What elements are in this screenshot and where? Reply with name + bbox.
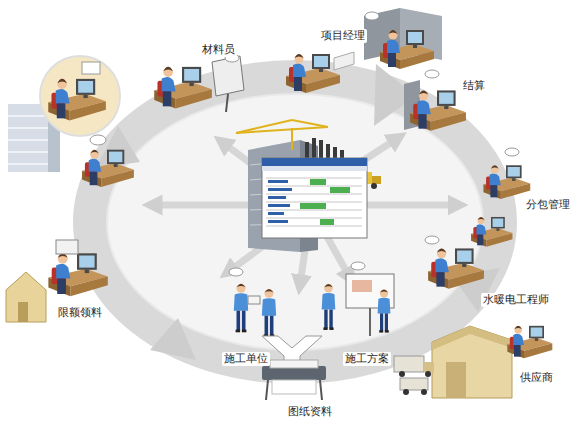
subcontract-station — [483, 148, 530, 199]
workstation — [82, 150, 134, 187]
role-label: 结算 — [461, 79, 487, 93]
mep-engineers — [425, 217, 512, 289]
material-clerk — [154, 54, 244, 112]
construction-plan-team — [322, 262, 394, 336]
role-label: 水暖电工程师 — [481, 293, 551, 307]
drawing-plotter — [262, 336, 326, 400]
project-manager — [286, 52, 354, 93]
role-label: 限额领料 — [56, 306, 104, 320]
cycle-ring — [90, 64, 500, 367]
role-label: 施工方案 — [343, 352, 391, 366]
quota-station — [6, 240, 108, 322]
contractor-team — [229, 268, 276, 337]
radiating-arrows — [152, 138, 458, 285]
role-label: 施工单位 — [222, 352, 270, 366]
center-software — [236, 120, 381, 252]
settlement-station — [404, 70, 466, 131]
role-label: 项目经理 — [319, 29, 367, 43]
role-label: 分包管理 — [524, 198, 572, 212]
role-label: 材料员 — [200, 43, 237, 57]
office-tower — [8, 56, 120, 172]
office-workers — [48, 79, 106, 121]
speech-bubble — [90, 135, 106, 145]
role-label: 图纸资料 — [286, 405, 334, 419]
role-label: 供应商 — [518, 371, 555, 385]
supplier-warehouse — [394, 326, 552, 398]
cubicle — [364, 8, 442, 69]
